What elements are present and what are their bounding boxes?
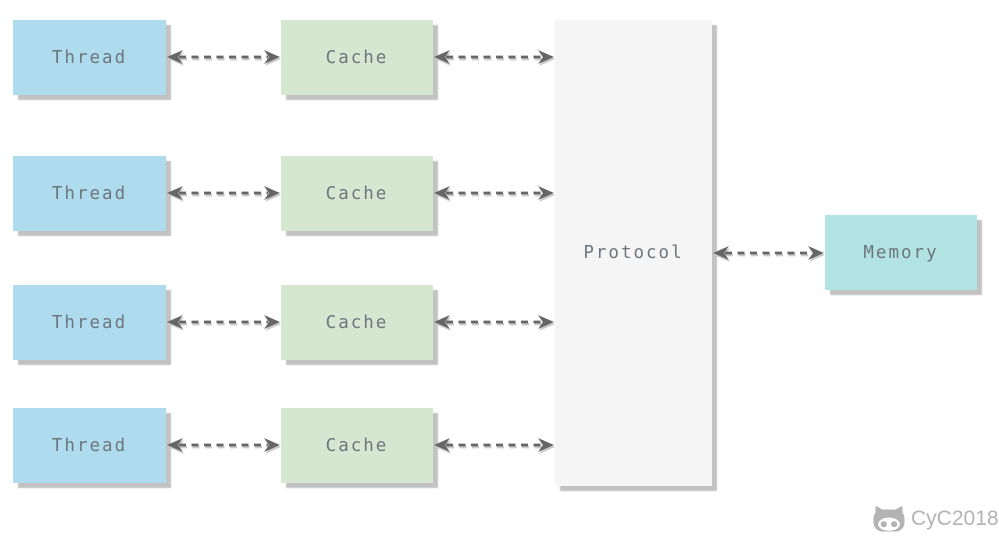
watermark: CyC2018 xyxy=(873,505,999,532)
thread-label: Thread xyxy=(51,183,128,204)
thread-label: Thread xyxy=(51,312,128,333)
watermark-label: CyC2018 xyxy=(911,506,999,530)
octocat-icon xyxy=(873,505,905,532)
thread-box-3: Thread xyxy=(13,285,166,360)
cache-label: Cache xyxy=(325,435,389,456)
cache-box-1: Cache xyxy=(281,20,433,95)
arrow-cache4-protocol xyxy=(433,433,555,457)
arrow-cache2-protocol xyxy=(433,181,555,205)
arrow-cache1-protocol xyxy=(433,45,555,69)
cache-box-2: Cache xyxy=(281,156,433,231)
thread-box-2: Thread xyxy=(13,156,166,231)
arrow-thread1-cache1 xyxy=(166,45,281,69)
protocol-box: Protocol xyxy=(555,20,712,486)
arrow-protocol-memory xyxy=(712,241,825,265)
thread-box-1: Thread xyxy=(13,20,166,95)
arrow-cache3-protocol xyxy=(433,310,555,334)
thread-label: Thread xyxy=(51,47,128,68)
cache-box-4: Cache xyxy=(281,408,433,483)
cache-box-3: Cache xyxy=(281,285,433,360)
arrow-thread4-cache4 xyxy=(166,433,281,457)
cache-label: Cache xyxy=(325,47,389,68)
cache-label: Cache xyxy=(325,312,389,333)
memory-label: Memory xyxy=(863,242,939,263)
thread-label: Thread xyxy=(51,435,128,456)
memory-box: Memory xyxy=(825,215,977,290)
thread-box-4: Thread xyxy=(13,408,166,483)
arrow-thread2-cache2 xyxy=(166,181,281,205)
arrow-thread3-cache3 xyxy=(166,310,281,334)
protocol-label: Protocol xyxy=(583,243,684,263)
cache-label: Cache xyxy=(325,183,389,204)
